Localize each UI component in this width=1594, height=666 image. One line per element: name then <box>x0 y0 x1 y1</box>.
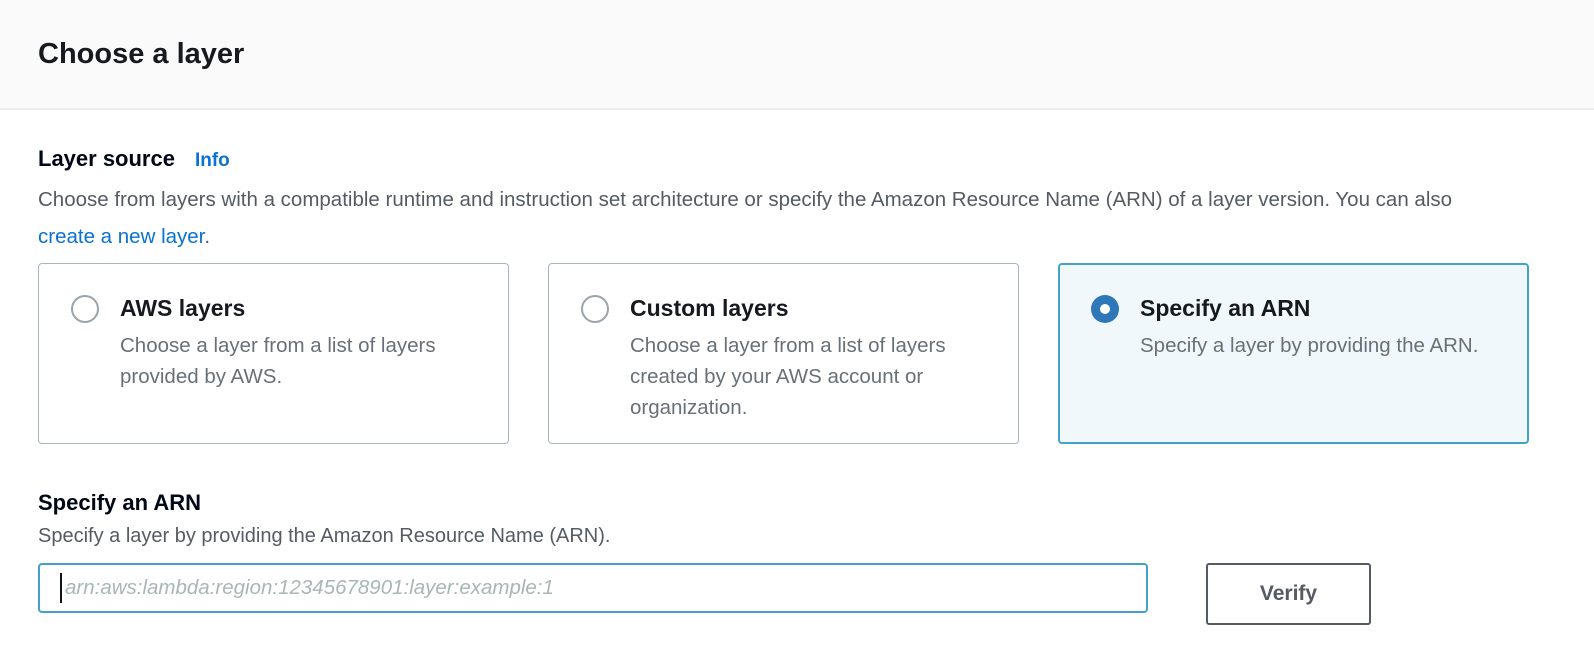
layer-source-label-row: Layer source Info <box>38 146 1556 172</box>
option-title-aws-layers: AWS layers <box>120 295 246 321</box>
info-link[interactable]: Info <box>194 150 230 171</box>
panel-header: Choose a layer <box>0 0 1594 110</box>
radio-aws-layers[interactable] <box>71 295 99 323</box>
page-title: Choose a layer <box>38 37 245 70</box>
option-card-specify-arn[interactable]: Specify an ARN Specify a layer by provid… <box>1058 263 1529 444</box>
specify-arn-description: Specify a layer by providing the Amazon … <box>38 525 611 547</box>
radio-custom-layers[interactable] <box>581 295 609 323</box>
specify-arn-title: Specify an ARN <box>38 490 202 515</box>
option-desc-custom-layers: Choose a layer from a list of layers cre… <box>630 334 946 419</box>
radio-specify-arn[interactable] <box>1091 295 1119 323</box>
option-desc-aws-layers: Choose a layer from a list of layers pro… <box>120 334 436 388</box>
description-text: Choose from layers with a compatible run… <box>38 188 1453 211</box>
arn-input-row: Verify <box>38 563 1556 625</box>
option-title-specify-arn: Specify an ARN <box>1140 295 1311 321</box>
specify-arn-section: Specify an ARN Specify a layer by provid… <box>38 490 1556 625</box>
option-card-aws-layers[interactable]: AWS layers Choose a layer from a list of… <box>38 263 509 444</box>
option-title-custom-layers: Custom layers <box>630 295 789 321</box>
panel-body: Layer source Info Choose from layers wit… <box>0 110 1594 625</box>
verify-button[interactable]: Verify <box>1206 563 1371 625</box>
layer-source-description: Choose from layers with a compatible run… <box>38 181 1508 255</box>
option-desc-specify-arn: Specify a layer by providing the ARN. <box>1140 334 1479 357</box>
layer-source-label: Layer source <box>38 146 175 171</box>
description-period: . <box>204 225 211 248</box>
create-new-layer-link[interactable]: create a new layer <box>38 225 205 248</box>
layer-source-options: AWS layers Choose a layer from a list of… <box>38 263 1556 444</box>
option-card-custom-layers[interactable]: Custom layers Choose a layer from a list… <box>548 263 1019 444</box>
arn-input[interactable] <box>38 563 1148 613</box>
